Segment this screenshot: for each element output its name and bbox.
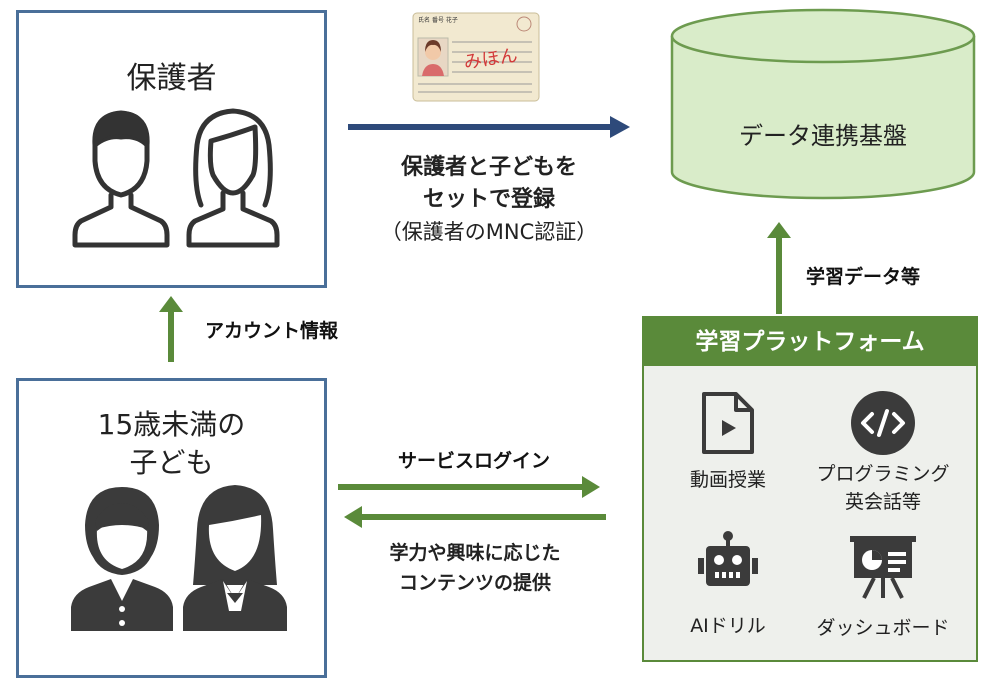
- platform-item-programming-label: プログラミング 英会話等: [808, 460, 958, 516]
- contents-arrow: [344, 506, 606, 528]
- register-line2: セットで登録: [422, 187, 555, 212]
- guardian-male-icon: [72, 110, 170, 248]
- learning-data-arrow: [767, 222, 791, 314]
- dashboard-icon: [850, 536, 916, 599]
- account-info-label: アカウント情報: [205, 320, 339, 342]
- contents-line1: 学力や興味に応じた: [389, 542, 561, 564]
- register-line3: （保護者のMNC認証）: [380, 220, 598, 244]
- register-line1: 保護者と子どもを: [400, 155, 577, 180]
- learning-data-label: 学習データ等: [806, 266, 921, 288]
- child-title-line1: 15歳未満の: [97, 408, 246, 441]
- learning-platform-panel: 学習プラットフォーム: [642, 316, 978, 662]
- video-file-icon: [702, 392, 754, 454]
- child-box: 15歳未満の 子ども: [16, 378, 327, 678]
- contents-label: 学力や興味に応じた コンテンツの提供: [350, 538, 600, 598]
- account-info-arrow: [159, 296, 183, 362]
- register-arrow: [348, 116, 630, 138]
- id-card-name: 番号 花子: [432, 16, 458, 24]
- service-login-label: サービスログイン: [398, 450, 551, 472]
- robot-icon: [698, 531, 758, 586]
- platform-item-dashboard-label: ダッシュボード: [816, 617, 950, 639]
- learning-platform-header: 学習プラットフォーム: [644, 318, 976, 366]
- guardian-title: 保護者: [126, 61, 217, 96]
- platform-item-video-label: 動画授業: [689, 469, 766, 491]
- platform-item-programming-line2: 英会話等: [844, 491, 921, 513]
- guardian-female-icon: [186, 108, 280, 248]
- data-platform-cylinder: [670, 8, 976, 200]
- id-card-name-label: 氏名: [418, 16, 430, 24]
- my-number-card-image: 氏名 番号 花子 みほん: [412, 12, 540, 102]
- service-login-arrow: [338, 476, 600, 498]
- guardian-box: 保護者: [16, 10, 327, 288]
- data-platform-label: データ連携基盤: [739, 122, 907, 150]
- code-icon: [851, 391, 915, 455]
- contents-line2: コンテンツの提供: [398, 572, 551, 594]
- child-title-line2: 子ども: [129, 446, 214, 479]
- platform-item-ai-drill-label: AIドリル: [690, 615, 766, 637]
- child-girl-icon: [183, 485, 287, 631]
- register-label: 保護者と子どもを セットで登録 （保護者のMNC認証）: [348, 152, 630, 248]
- child-boy-icon: [71, 487, 173, 631]
- platform-item-programming-line1: プログラミング: [816, 463, 950, 485]
